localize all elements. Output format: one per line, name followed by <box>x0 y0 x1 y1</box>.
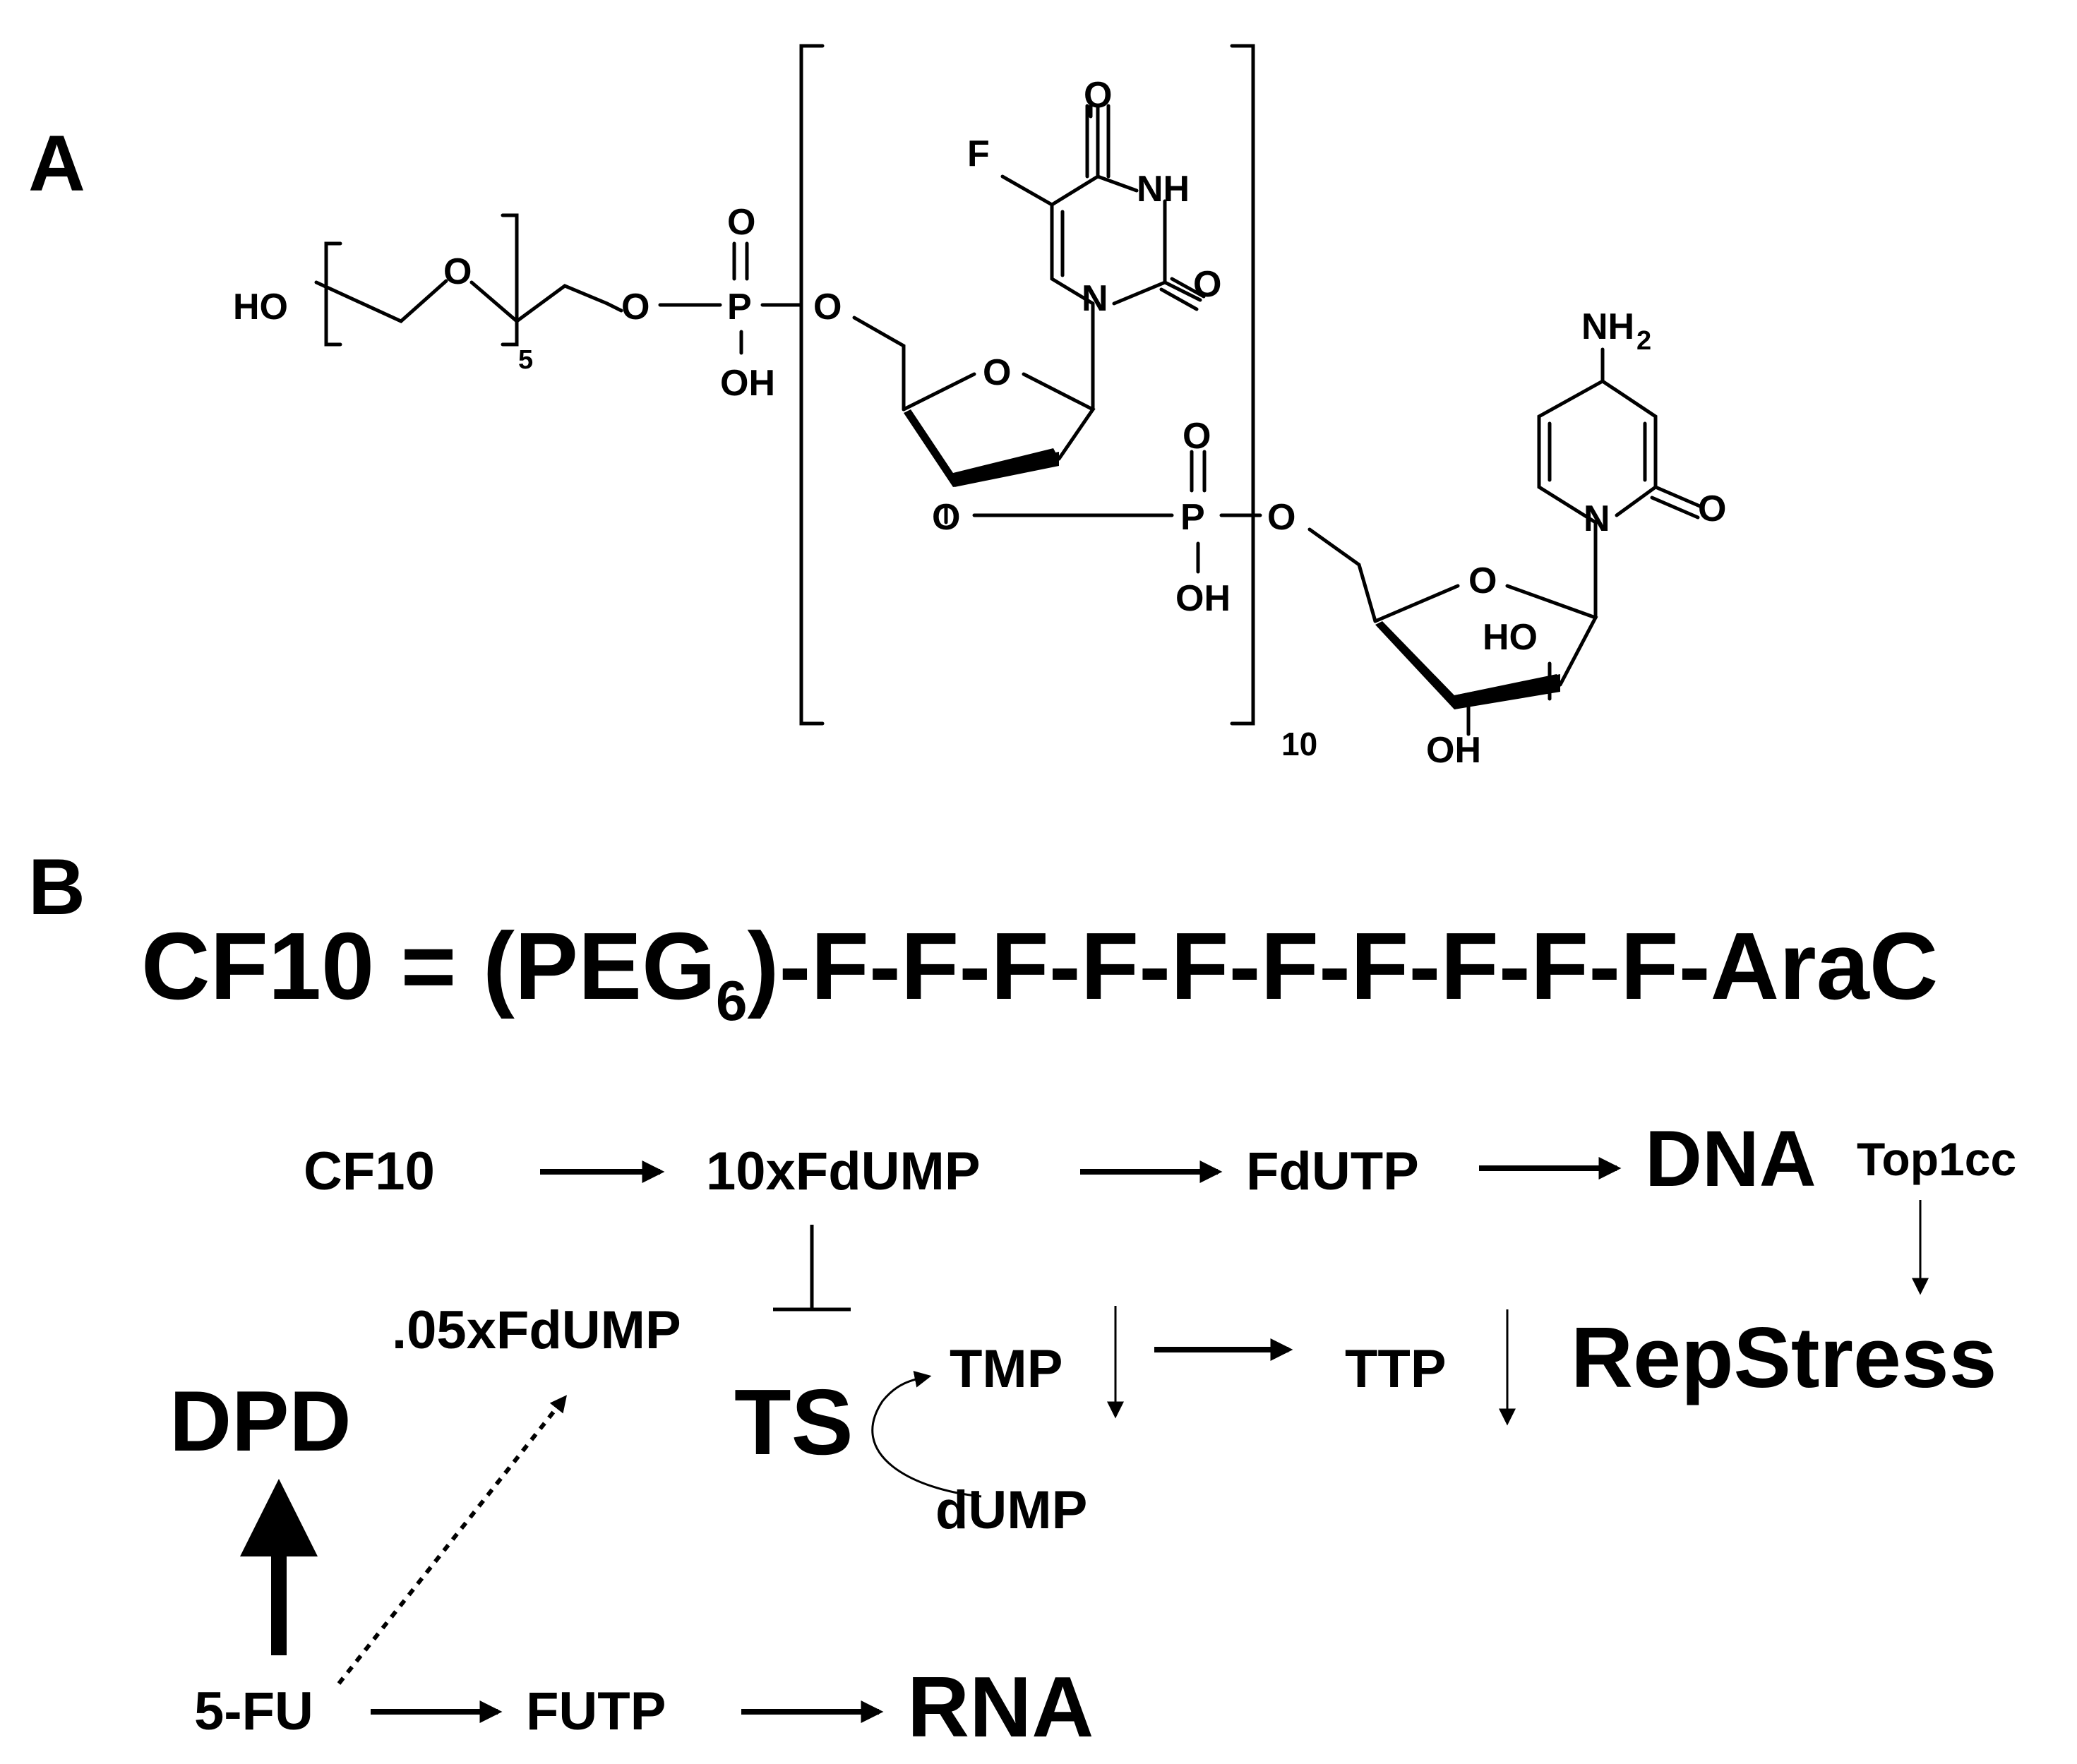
inhibition-fdump-ts <box>773 1225 851 1312</box>
atom-oh-3: OH <box>1426 730 1481 771</box>
structure-wedges <box>904 409 1560 709</box>
arrow-5fu-to-05xfdump <box>337 1395 567 1685</box>
atom-ara-n: N <box>1584 498 1610 539</box>
node-05xfdump: .05xFdUMP <box>392 1300 681 1360</box>
node-rna: RNA <box>907 1659 1094 1755</box>
atom-p2-o-top: O <box>1183 416 1211 457</box>
atom-fu-f: F <box>967 133 990 174</box>
node-top1cc: Top1cc <box>1857 1133 2016 1185</box>
atom-fu-o-top: O <box>1084 75 1112 116</box>
atom-o-link: O <box>621 287 650 328</box>
node-dna: DNA <box>1645 1115 1816 1203</box>
node-5fu: 5-FU <box>194 1681 313 1741</box>
structure-bonds <box>314 44 1704 736</box>
atom-ara-nh: NH <box>1581 306 1634 347</box>
atom-fu-n: N <box>1082 278 1108 319</box>
atom-ho-2: HO <box>1483 617 1538 658</box>
atom-o-sugar5: O <box>813 287 842 328</box>
cf10-formula-suffix: )-F-F-F-F-F-F-F-F-F-F-AraC <box>748 913 1939 1019</box>
atom-ring-o2: O <box>1468 560 1497 601</box>
structure-atoms: HO O 5 O P O OH O F O NH O N O O P O OH … <box>233 75 1726 771</box>
atom-p1: P <box>727 287 752 328</box>
node-tmp: TMP <box>950 1339 1063 1399</box>
node-10xfdump: 10xFdUMP <box>706 1141 981 1201</box>
atom-p2-oh: OH <box>1175 578 1231 619</box>
node-futp: FUTP <box>526 1681 666 1741</box>
panel-a: A <box>28 44 1726 771</box>
atom-ara-nh2: NH 2 <box>1581 306 1651 356</box>
atom-o-peg: O <box>443 251 472 292</box>
atom-o3: O <box>932 497 960 538</box>
node-dump: dUMP <box>935 1480 1087 1540</box>
chemical-structure: HO O 5 O P O OH O F O NH O N O O P O OH … <box>233 44 1726 771</box>
node-ttp: TTP <box>1345 1339 1447 1399</box>
atom-ring-o1: O <box>983 352 1011 393</box>
atom-fu-o-right: O <box>1193 264 1221 305</box>
panel-b: B CF10 = (PEG6)-F-F-F-F-F-F-F-F-F-F-AraC… <box>28 843 2016 1755</box>
atom-ho-peg: HO <box>233 287 288 328</box>
node-fdutp: FdUTP <box>1246 1141 1419 1201</box>
atom-o-ara5: O <box>1267 497 1295 538</box>
atom-p2: P <box>1180 497 1205 538</box>
node-ts: TS <box>734 1370 854 1474</box>
arrow-dump-to-tmp <box>871 1371 982 1498</box>
atom-p1-o-top: O <box>727 202 755 243</box>
panel-b-label: B <box>28 843 85 931</box>
panel-a-label: A <box>28 119 85 208</box>
node-dpd: DPD <box>169 1373 352 1469</box>
cf10-formula-sub: 6 <box>716 969 748 1032</box>
node-cf10: CF10 <box>304 1141 435 1201</box>
atom-fu-nh: NH <box>1137 169 1190 210</box>
atom-ara-o: O <box>1698 488 1726 529</box>
cf10-formula-prefix: CF10 = (PEG <box>141 913 716 1019</box>
subscript-five: 5 <box>518 345 533 375</box>
pathway-arrows <box>240 1157 1929 1723</box>
node-repstress: RepStress <box>1571 1309 1997 1405</box>
cf10-formula: CF10 = (PEG6)-F-F-F-F-F-F-F-F-F-F-AraC <box>141 913 1938 1032</box>
arrow-5fu-to-dpd <box>240 1479 318 1655</box>
subscript-ten: 10 <box>1281 726 1317 762</box>
atom-p1-oh: OH <box>720 363 775 404</box>
atom-ara-nh2-sub: 2 <box>1636 326 1651 356</box>
